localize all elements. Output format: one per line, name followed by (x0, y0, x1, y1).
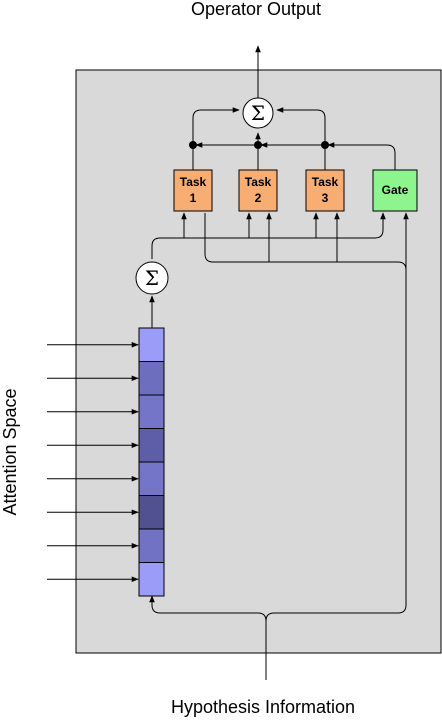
junction-dot (321, 141, 329, 149)
task-2-box: Task 2 (238, 169, 278, 212)
attention-cell (138, 495, 165, 530)
task-1-box: Task 1 (173, 169, 213, 212)
attention-cell (138, 394, 165, 429)
junction-dot (189, 141, 197, 149)
gate-label: Gate (382, 183, 409, 197)
attention-cell (138, 361, 165, 396)
task-2-number: 2 (255, 191, 262, 205)
attention-cell (138, 562, 165, 597)
attention-sum-node (135, 261, 169, 295)
task-3-number: 3 (322, 191, 329, 205)
attention-sum-symbol: Σ (145, 266, 159, 290)
hypothesis-bus (204, 213, 407, 680)
task-3-label: Task (312, 175, 339, 189)
junction-dot (254, 141, 262, 149)
output-sum-node (242, 97, 274, 129)
gate-bus-3 (327, 142, 396, 170)
output-sum-symbol: Σ (251, 101, 265, 125)
hypothesis-to-attention (149, 595, 267, 622)
task-3-box: Task 3 (305, 169, 345, 212)
task1-to-sum (192, 107, 240, 145)
task-1-label: Task (180, 175, 207, 189)
task-2-label: Task (245, 175, 272, 189)
attention-cell (138, 461, 165, 496)
attention-cell (138, 528, 165, 563)
attention-cell (138, 428, 165, 463)
left-label: Attention Space (0, 388, 20, 515)
task3-to-sum (276, 107, 326, 145)
attention-input-arrows (47, 341, 139, 583)
attention-cell (138, 327, 165, 362)
attention-bus (151, 212, 386, 259)
attention-column (138, 327, 165, 597)
bottom-label: Hypothesis Information (171, 697, 355, 717)
gate-box: Gate (372, 169, 418, 212)
top-label: Operator Output (191, 0, 321, 19)
task-1-number: 1 (190, 191, 197, 205)
